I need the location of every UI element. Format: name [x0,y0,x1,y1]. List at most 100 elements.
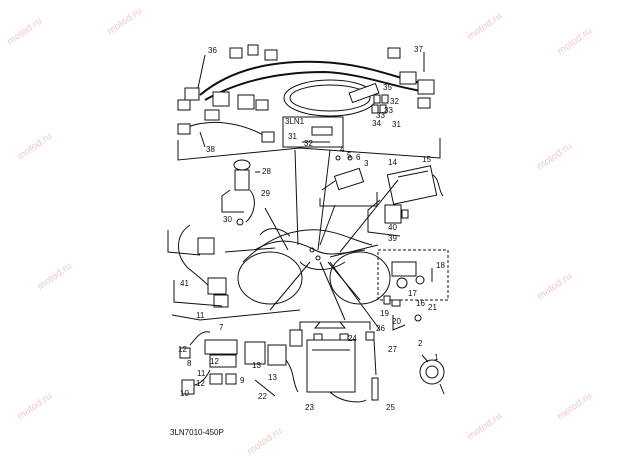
battery-strap [313,321,347,329]
leader [197,54,206,89]
leader-line [329,261,381,331]
drawing-code: 3LN7010-450P [170,428,224,437]
callout-14: 14 [388,158,397,167]
fuse [383,295,391,305]
switch-bracket [221,189,244,213]
fuse [371,104,379,114]
fuse [381,94,389,104]
cable-end [365,331,375,341]
node [309,247,315,253]
plug-cap [289,329,303,347]
cap [181,379,195,395]
harness-coil-inner [289,84,371,112]
connector [212,91,230,107]
motorcycle-outline [237,228,391,305]
battery-group [299,321,379,403]
leader-line [319,204,336,246]
regulator [391,261,417,277]
washer [335,155,341,161]
cap [225,373,237,385]
ignition-group [171,309,303,397]
callout-25: 25 [386,403,395,412]
callout-23: 23 [305,403,314,412]
bracket [173,280,223,307]
leader-line [317,149,331,251]
callout-32: 32 [390,97,399,106]
callout-22: 22 [258,392,267,401]
callout-11: 11 [196,311,205,320]
callout-24: 24 [348,334,357,343]
node [315,255,321,261]
small-lead [392,315,406,331]
washer [347,155,353,161]
callout-13-repeat: 13 [268,373,277,382]
relay-bracket [319,192,378,207]
callout-29: 29 [261,189,270,198]
callout-20: 20 [392,317,401,326]
lead [189,331,211,346]
inset-code: 3LN1 [285,117,305,126]
callout-15: 15 [422,155,431,164]
dashed-box [377,249,449,301]
cable [329,391,367,403]
sensor-cap [401,209,409,219]
leader-line [329,244,379,258]
horn-inner [425,365,439,379]
screw [414,314,422,322]
callout-11-repeat: 11 [197,369,206,378]
callout-4: 4 [340,145,345,154]
connector [399,71,417,85]
callout-38: 38 [206,145,215,154]
fuse [379,104,387,114]
watermark: motod.ru [245,426,284,458]
connector [177,99,191,111]
coil [244,341,266,365]
front-wheel [329,251,391,305]
harness-bracket [177,138,441,161]
sensor-bracket [367,199,401,237]
watermark: motod.ru [555,391,594,423]
switch-key [233,159,251,171]
sub-harness [184,121,266,137]
igniter-2 [209,354,237,368]
callout-31: 31 [392,120,401,129]
watermark: motod.ru [5,16,44,48]
callout-40: 40 [388,223,397,232]
harness-panel: 3LN1 [177,44,441,161]
callout-33-repeat: 33 [376,111,385,120]
fuse-in-inset [311,126,333,136]
leader [321,180,336,191]
inset-box [282,116,344,148]
terminal [313,333,323,341]
callout-19: 19 [380,309,389,318]
switch-body [234,169,250,191]
connector [417,97,431,109]
callout-26: 26 [376,324,385,333]
control-box [386,165,438,205]
connector [213,294,229,308]
callout-27: 27 [388,345,397,354]
box-lead [432,174,444,197]
connector [247,44,259,56]
harness-loom [199,60,431,96]
cap [179,347,191,359]
rotor [415,275,425,285]
callout-16: 16 [416,299,425,308]
lead [439,383,445,395]
fuse [391,299,401,307]
callout-41: 41 [180,279,189,288]
leader-line [224,247,276,253]
leader-line [339,179,399,253]
callout-13: 13 [252,361,261,370]
callout-10: 10 [180,389,189,398]
relay [333,167,365,191]
battery [306,339,356,393]
leader-line [327,261,361,301]
fuse [373,94,381,104]
engine-line [299,261,346,270]
callout-6: 6 [356,153,361,162]
bracket [171,309,301,321]
connector [261,131,275,143]
callout-1: 1 [434,353,439,362]
igniter [204,339,238,355]
